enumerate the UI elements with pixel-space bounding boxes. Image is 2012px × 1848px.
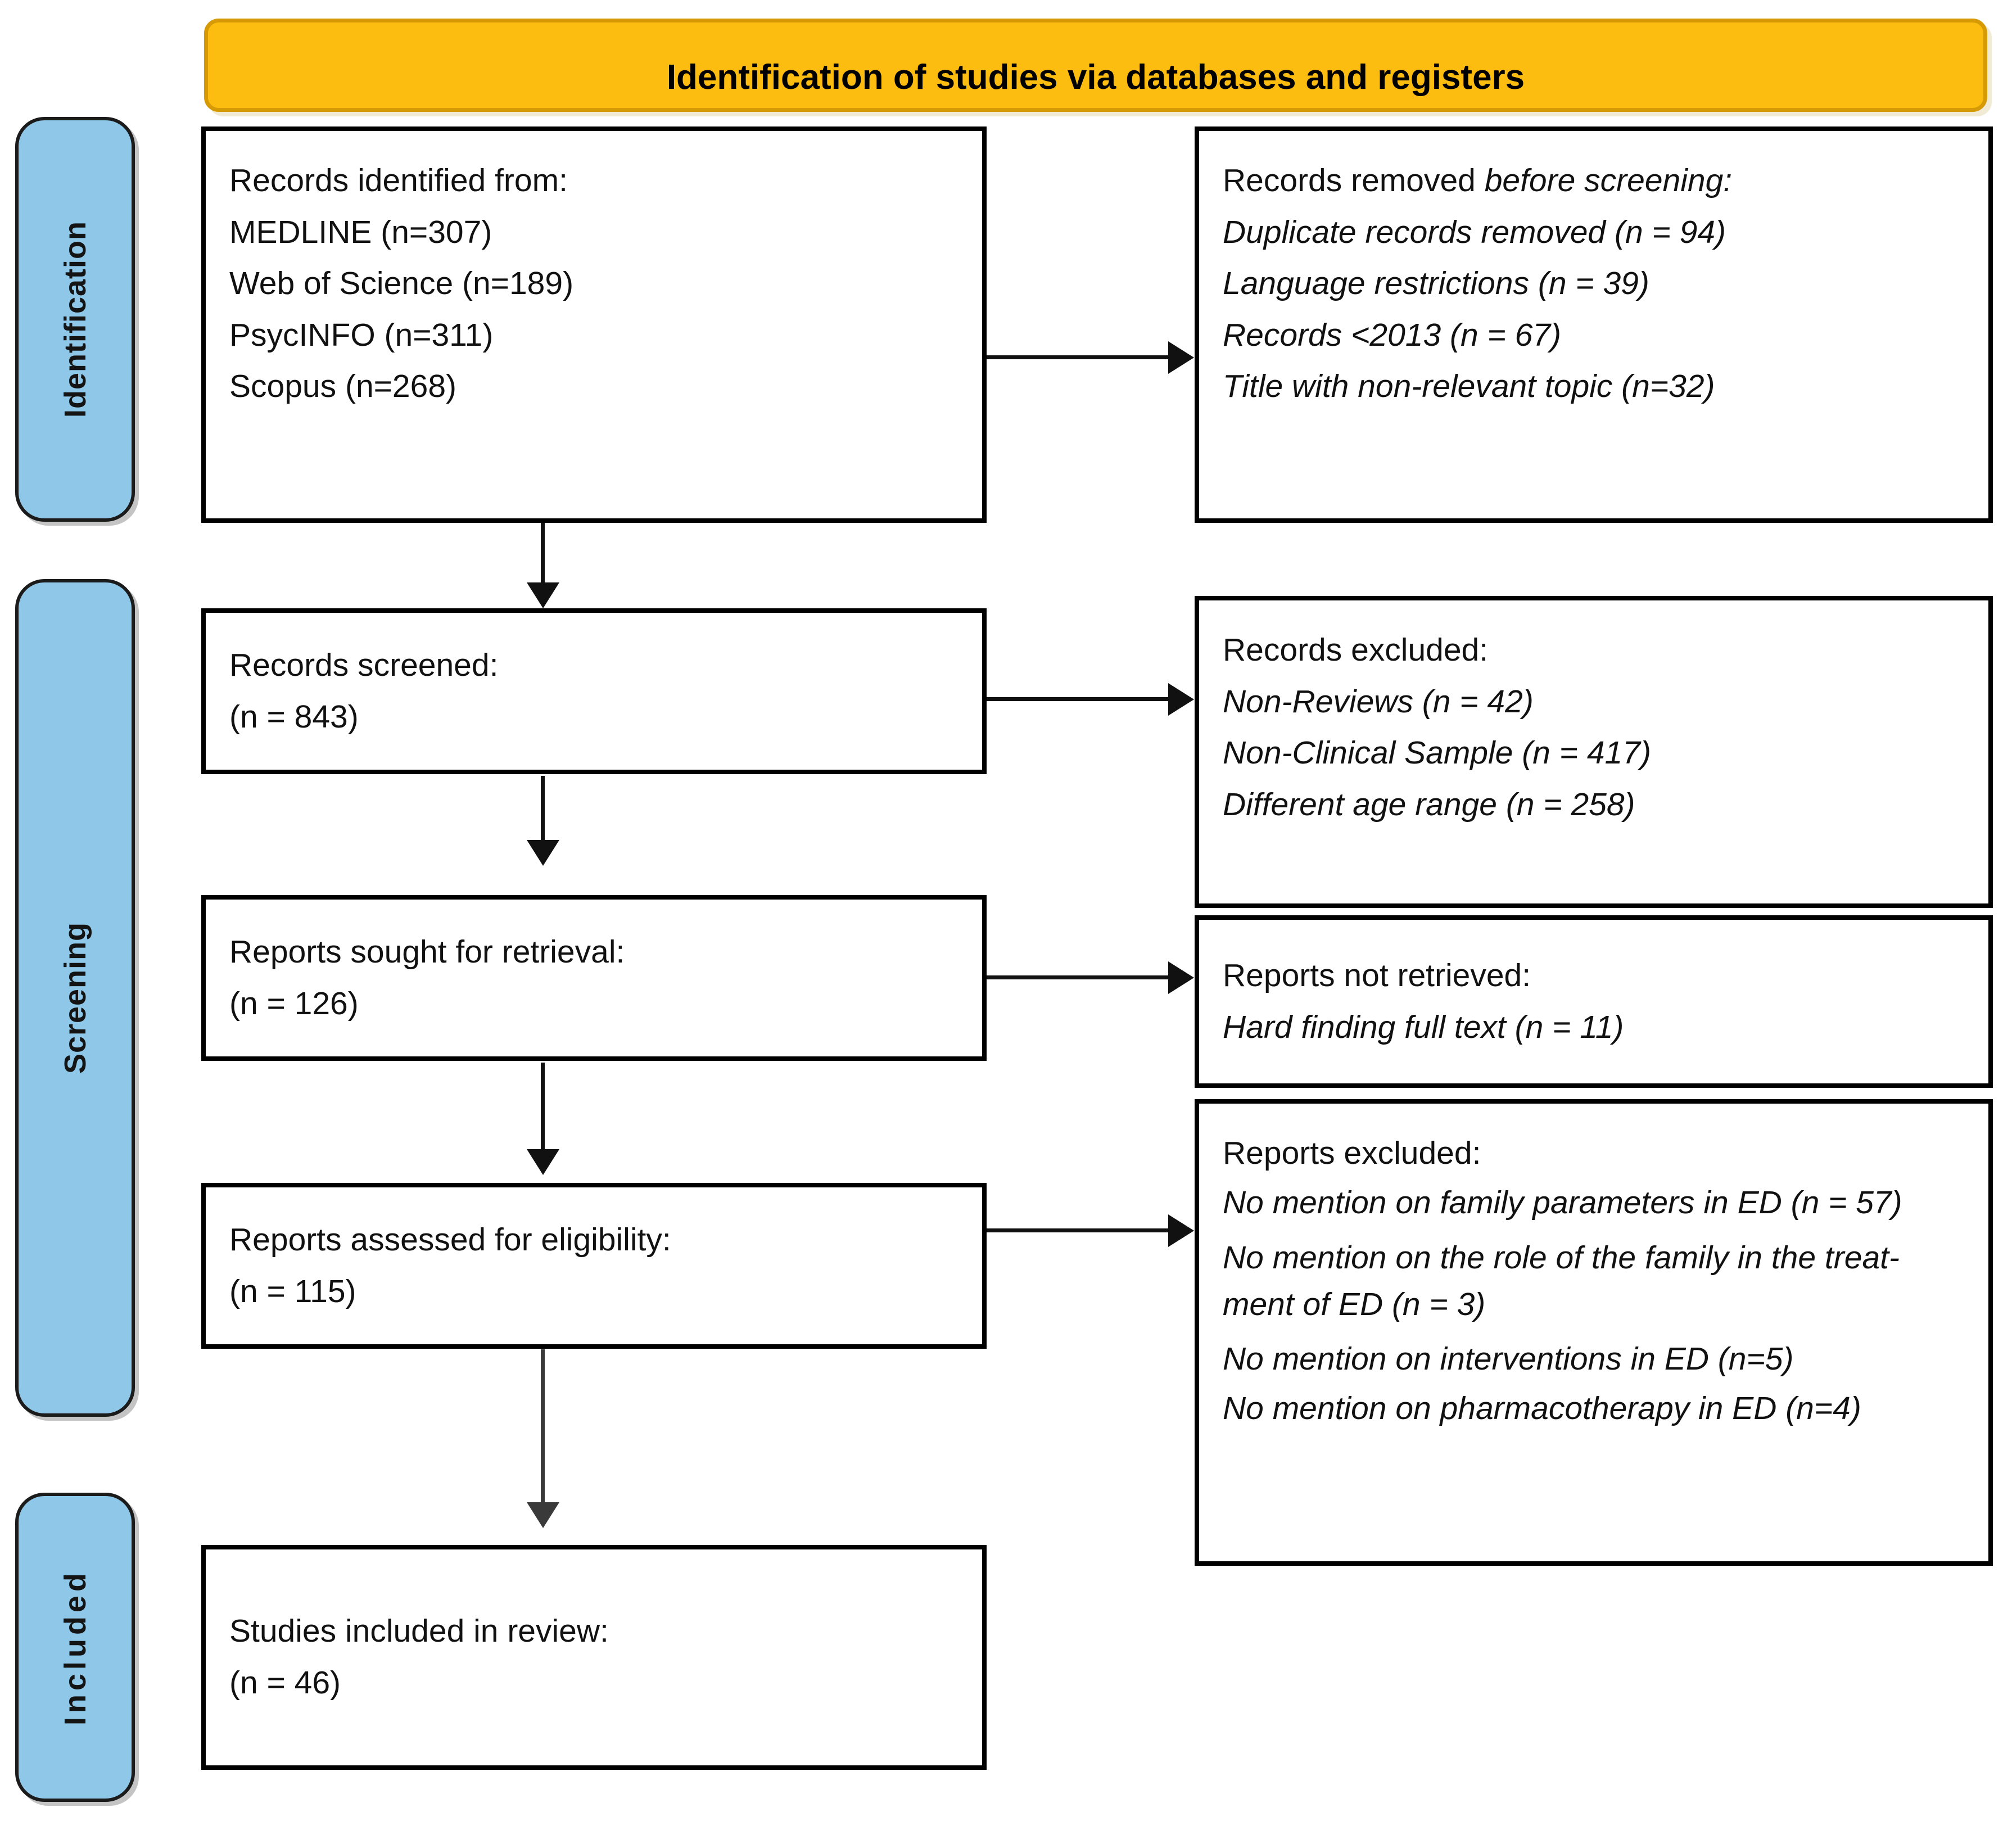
- reports-excluded-reason: No mention on interventions in ED (n=5): [1223, 1341, 1794, 1377]
- arrowhead-screened-to-excluded: [1168, 683, 1194, 716]
- arrowhead-sought-to-assessed: [527, 1149, 559, 1175]
- arrowhead-assessed-to-excluded: [1168, 1214, 1194, 1247]
- reports-excluded-reason: No mention on pharmacotherapy in ED (n=4…: [1223, 1390, 1861, 1426]
- box-studies-included-in-review: Studies included in review: (n = 46): [201, 1545, 987, 1770]
- records-removed-reason: Records <2013 (n = 67): [1223, 317, 1562, 353]
- records-identified-source: MEDLINE (n=307): [229, 214, 492, 250]
- stage-pill-included: Included: [15, 1493, 135, 1802]
- stage-pill-identification: Identification: [15, 117, 135, 522]
- box-records-removed-before-screening: Records removed before screening: Duplic…: [1195, 126, 1993, 523]
- box-reports-sought-for-retrieval: Reports sought for retrieval: (n = 126): [201, 895, 987, 1061]
- records-identified-heading: Records identified from:: [229, 162, 568, 198]
- connector-identified-to-screened: [541, 523, 545, 591]
- box-records-identified: Records identified from: MEDLINE (n=307)…: [201, 126, 987, 523]
- banner-title: Identification of studies via databases …: [666, 58, 1525, 97]
- records-excluded-reason: Non-Reviews (n = 42): [1223, 683, 1534, 720]
- studies-included-heading: Studies included in review:: [229, 1613, 609, 1650]
- records-screened-heading: Records screened:: [229, 647, 499, 683]
- connector-screened-to-excluded: [987, 697, 1169, 701]
- box-reports-assessed-for-eligibility: Reports assessed for eligibility: (n = 1…: [201, 1183, 987, 1349]
- box-reports-excluded: Reports excluded: No mention on family p…: [1195, 1099, 1993, 1566]
- reports-assessed-count: (n = 115): [229, 1273, 356, 1309]
- box-records-excluded: Records excluded: Non-Reviews (n = 42) N…: [1195, 596, 1993, 908]
- stage-label-identification: Identification: [58, 221, 92, 418]
- reports-not-retrieved-reason: Hard finding full text (n = 11): [1223, 1009, 1624, 1045]
- records-identified-source: Scopus (n=268): [229, 368, 457, 405]
- records-removed-reason: Duplicate records removed (n = 94): [1223, 214, 1726, 250]
- connector-sought-to-assessed: [541, 1063, 545, 1158]
- arrowhead-identified-to-removed: [1168, 341, 1194, 374]
- box-reports-not-retrieved: Reports not retrieved: Hard finding full…: [1195, 915, 1993, 1088]
- stage-label-included: Included: [58, 1569, 92, 1726]
- reports-excluded-heading: Reports excluded:: [1223, 1135, 1481, 1171]
- records-excluded-reason: Non-Clinical Sample (n = 417): [1223, 735, 1651, 771]
- arrowhead-identified-to-screened: [527, 582, 559, 608]
- arrowhead-sought-to-not-retrieved: [1168, 961, 1194, 994]
- records-removed-heading-italic: before screening:: [1484, 162, 1733, 198]
- records-removed-heading: Records removed before screening:: [1223, 162, 1965, 198]
- reports-not-retrieved-heading: Reports not retrieved:: [1223, 957, 1531, 993]
- records-excluded-reason: Different age range (n = 258): [1223, 786, 1635, 823]
- arrowhead-screened-to-sought: [527, 840, 559, 866]
- records-excluded-heading: Records excluded:: [1223, 632, 1489, 668]
- studies-included-count: (n = 46): [229, 1665, 341, 1701]
- records-removed-heading-roman: Records removed: [1223, 162, 1485, 198]
- stage-pill-screening: Screening: [15, 579, 135, 1417]
- connector-identified-to-removed: [987, 355, 1169, 359]
- banner-identification-header: Identification of studies via databases …: [204, 19, 1987, 112]
- records-identified-source: Web of Science (n=189): [229, 265, 574, 302]
- reports-sought-heading: Reports sought for retrieval:: [229, 933, 625, 970]
- records-removed-reason: Title with non-relevant topic (n=32): [1223, 368, 1715, 405]
- connector-screened-to-sought: [541, 776, 545, 849]
- records-screened-count: (n = 843): [229, 698, 359, 735]
- reports-excluded-reason: No mention on the role of the family in …: [1223, 1240, 1900, 1322]
- arrowhead-assessed-to-included: [527, 1502, 559, 1528]
- reports-sought-count: (n = 126): [229, 985, 359, 1022]
- box-records-screened: Records screened: (n = 843): [201, 608, 987, 774]
- records-identified-source: PsycINFO (n=311): [229, 317, 494, 353]
- records-removed-reason: Language restrictions (n = 39): [1223, 265, 1649, 302]
- reports-assessed-heading: Reports assessed for eligibility:: [229, 1221, 671, 1258]
- connector-sought-to-not-retrieved: [987, 975, 1169, 979]
- stage-label-screening: Screening: [58, 921, 92, 1074]
- connector-assessed-to-included: [541, 1349, 545, 1512]
- connector-assessed-to-excluded: [987, 1228, 1169, 1232]
- reports-excluded-reason: No mention on family parameters in ED (n…: [1223, 1184, 1902, 1221]
